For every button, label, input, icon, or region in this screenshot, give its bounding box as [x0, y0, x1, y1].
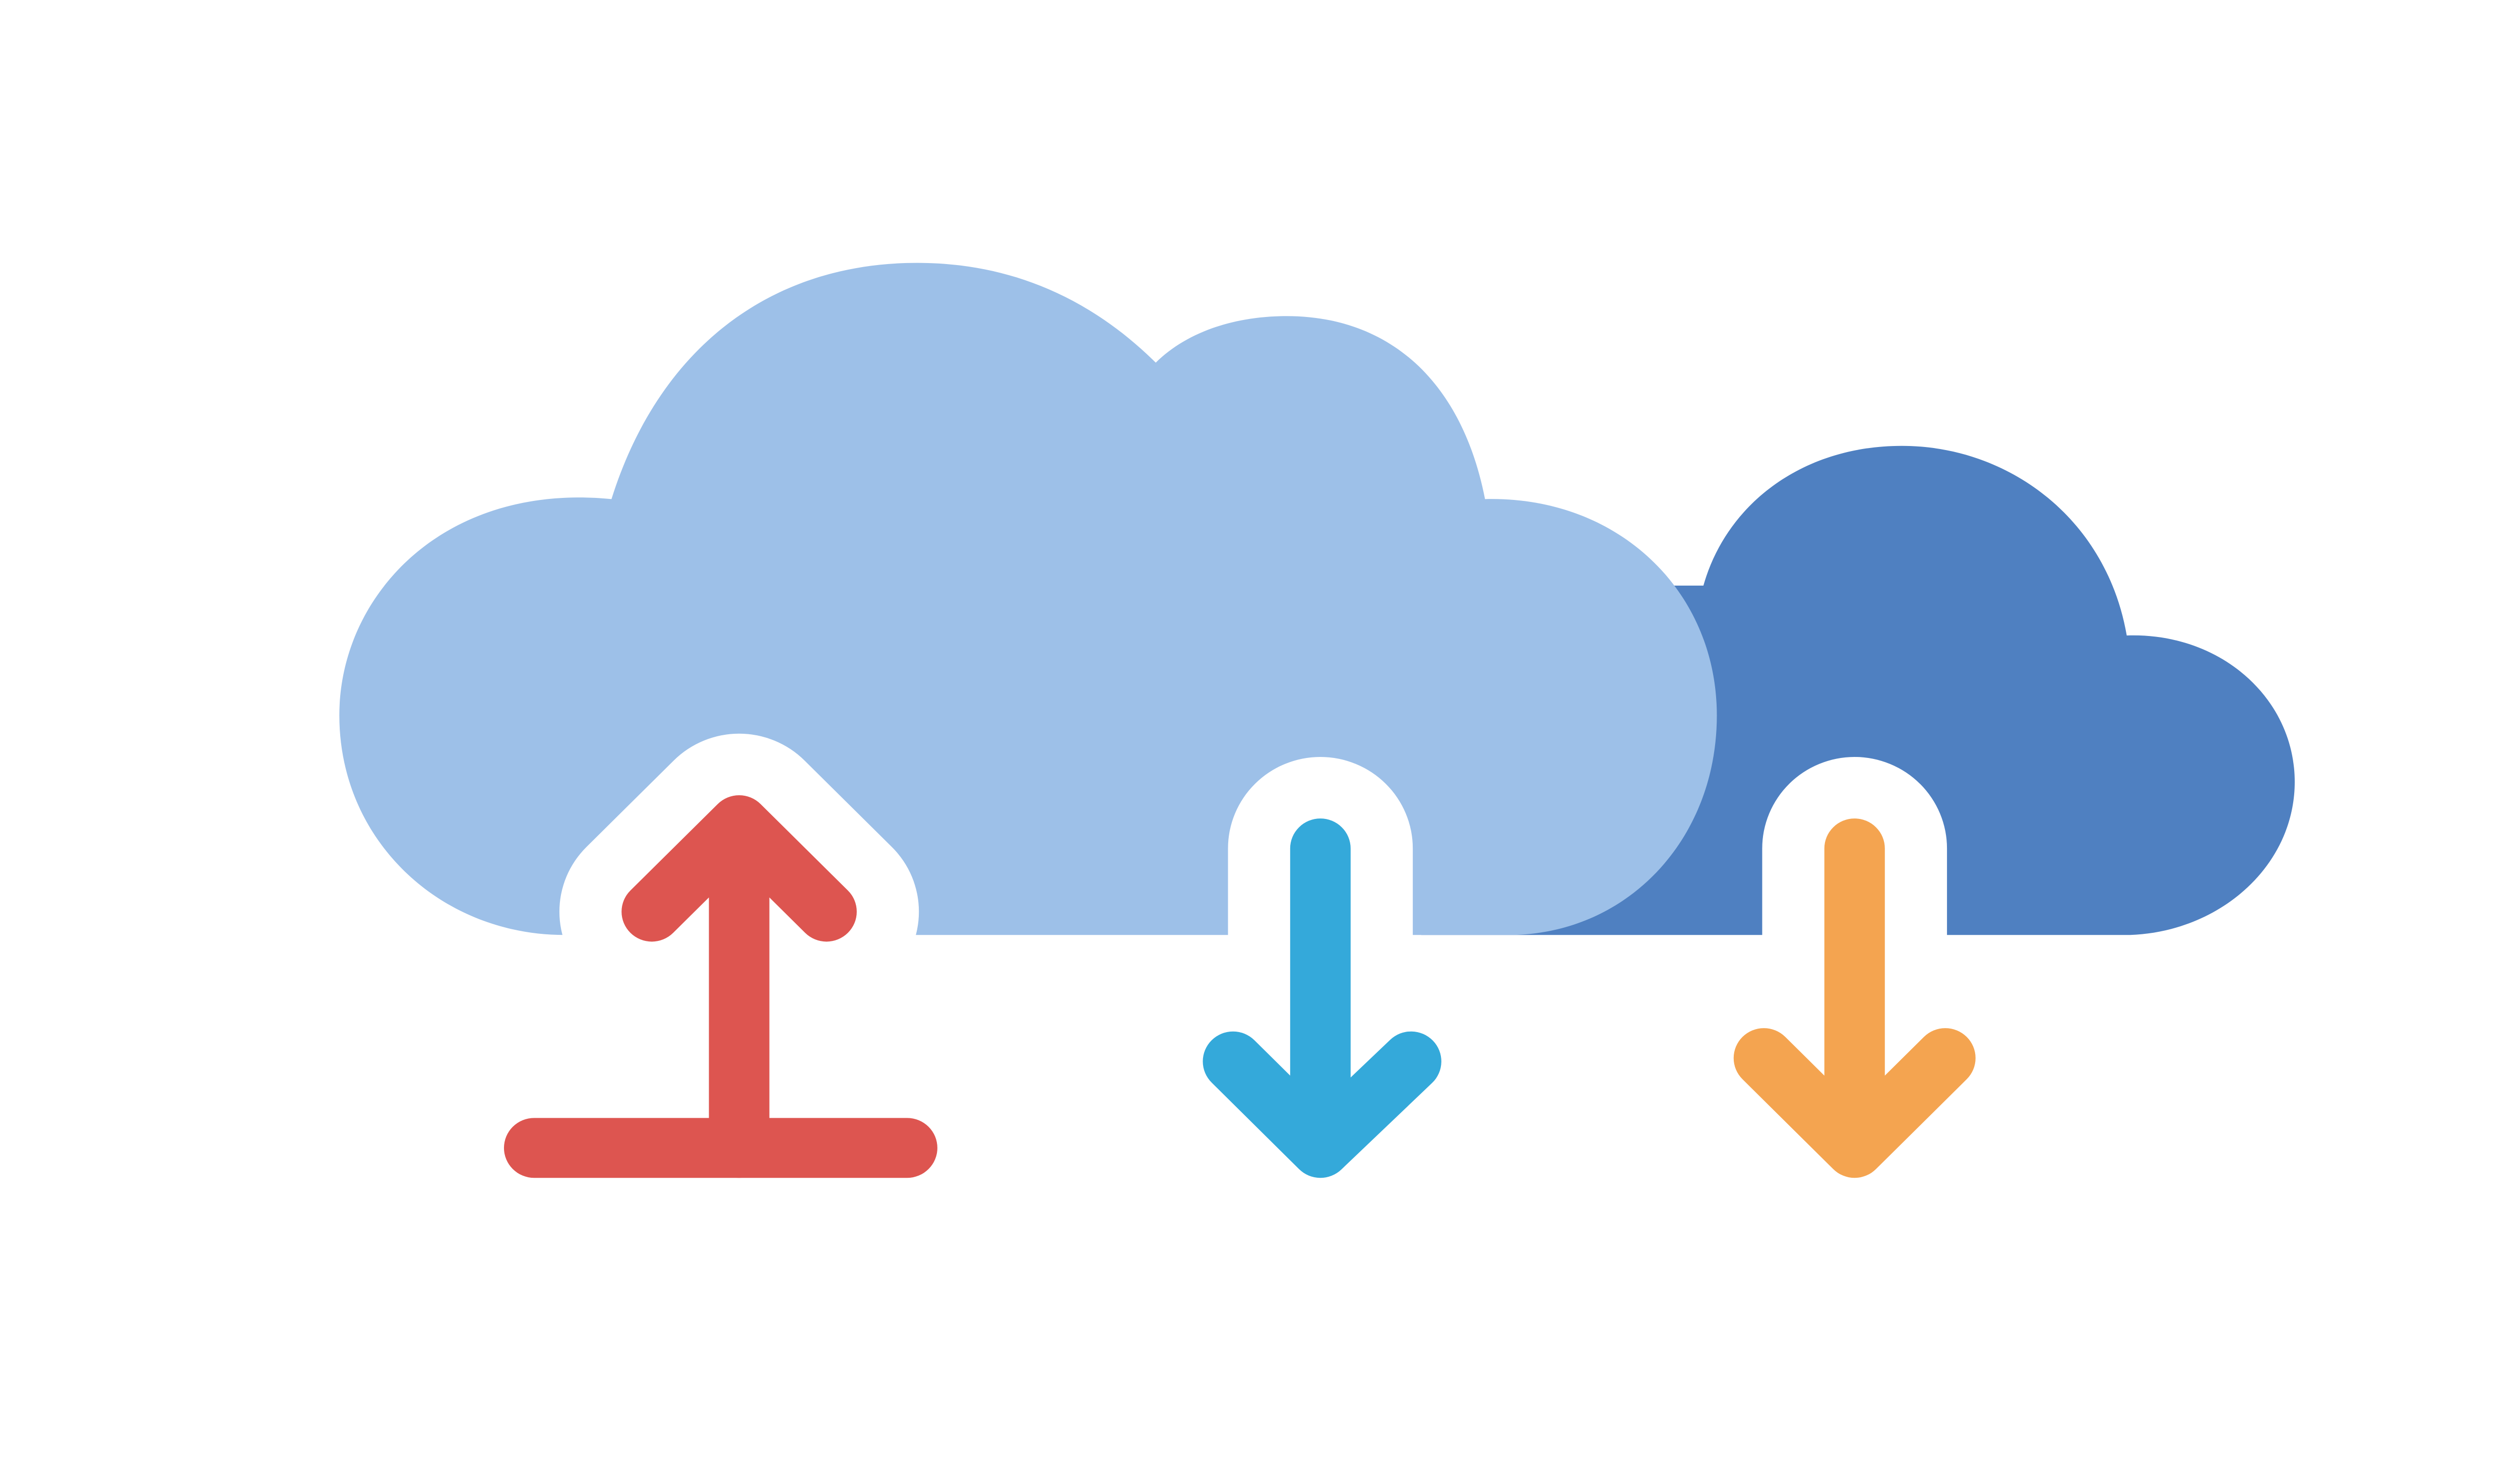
download-arrow-icon [1141, 757, 1504, 1240]
download-arrow-icon [1671, 757, 2038, 1240]
upload-arrow-icon [442, 733, 1000, 1240]
front-cloud-icon [339, 263, 1717, 935]
